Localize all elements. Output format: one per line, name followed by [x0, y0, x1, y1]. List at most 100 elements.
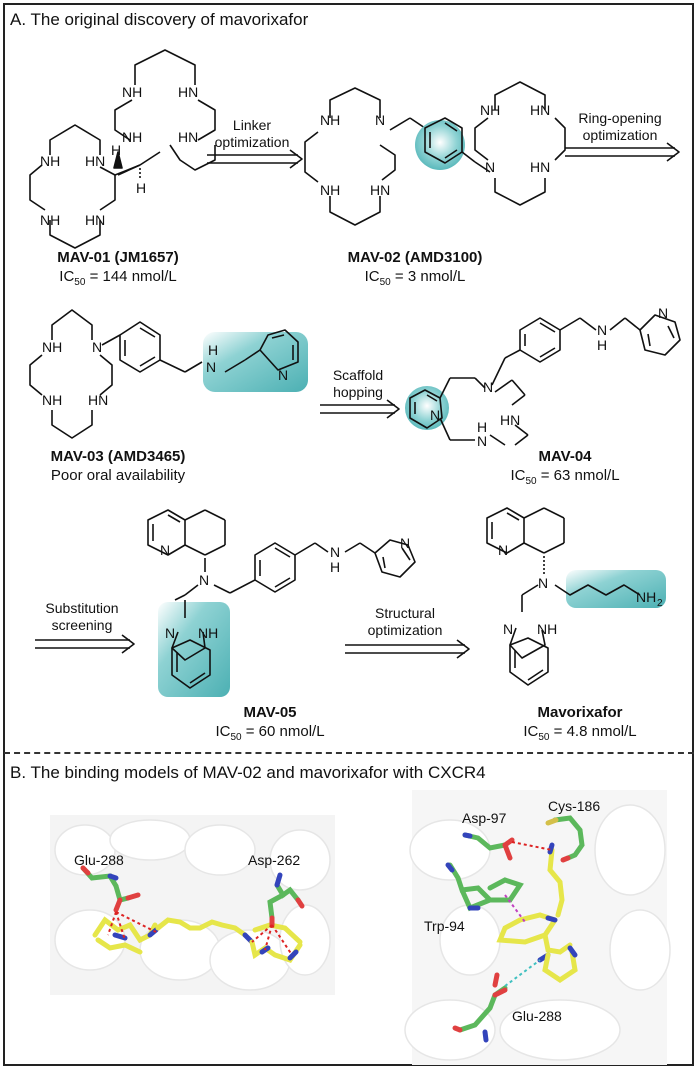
highlight-picolylamine: [203, 332, 308, 392]
arrow-label-linker: Linker optimization: [215, 117, 290, 151]
section-a-title: A. The original discovery of mavorixafor: [10, 10, 309, 29]
svg-text:HN: HN: [88, 392, 108, 408]
ic50-value: IC50 = 4.8 nmol/L: [523, 723, 637, 743]
structure-mav05-b: [171, 600, 211, 689]
svg-text:NH: NH: [320, 182, 340, 198]
section-divider: [4, 752, 694, 754]
svg-text:H: H: [208, 342, 218, 358]
svg-text:H: H: [136, 180, 146, 196]
arrow-label-line2: optimization: [367, 622, 443, 638]
svg-text:HN: HN: [178, 129, 198, 145]
svg-text:N: N: [483, 379, 493, 395]
svg-text:H: H: [477, 419, 487, 435]
svg-text:N: N: [165, 625, 175, 641]
right-model: [404, 790, 671, 1065]
highlight-benzene: [415, 120, 465, 170]
compound-name: Mavorixafor: [537, 704, 623, 721]
compound-name: MAV-04: [538, 448, 592, 465]
residue-label-asp97: Asp-97: [462, 810, 507, 826]
svg-text:N: N: [658, 305, 668, 321]
arrow-label-line1: Scaffold: [332, 367, 384, 383]
svg-text:N: N: [597, 322, 607, 338]
structure-mav02: [304, 87, 426, 226]
residue-label-left-glu288: Glu-288: [74, 852, 124, 868]
svg-text:NH: NH: [42, 339, 62, 355]
svg-text:NH: NH: [480, 102, 500, 118]
svg-text:N: N: [375, 112, 385, 128]
structure-mav03: [29, 309, 203, 439]
arrow-scaffold-hopping: [320, 399, 400, 419]
arrow-label-scaffold: Scaffold hopping: [333, 367, 383, 401]
svg-text:NH: NH: [537, 621, 557, 637]
svg-text:N: N: [503, 621, 513, 637]
compound-label-mavorixafor: Mavorixafor IC50 = 4.8 nmol/L: [523, 703, 636, 747]
compound-label-mav03: MAV-03 (AMD3465) Poor oral availability: [51, 447, 186, 485]
svg-text:HN: HN: [85, 212, 105, 228]
svg-text:NH: NH: [40, 212, 60, 228]
svg-text:N: N: [538, 575, 548, 591]
svg-text:N: N: [498, 542, 508, 558]
compound-name: MAV-03 (AMD3465): [50, 448, 186, 465]
compound-name: MAV-02 (AMD3100): [347, 249, 483, 266]
hbond-asp97: [511, 841, 553, 851]
highlight-benzimidazole: [158, 602, 230, 697]
arrow-label-line1: Substitution: [45, 600, 119, 616]
compound-name: MAV-05: [243, 704, 297, 721]
svg-text:NH: NH: [42, 392, 62, 408]
svg-text:N: N: [92, 339, 102, 355]
svg-text:NH: NH: [122, 129, 142, 145]
structure-mav02-b: [424, 81, 566, 206]
svg-text:N: N: [199, 572, 209, 588]
svg-text:NH: NH: [40, 153, 60, 169]
arrow-label-structural: Structural optimization: [368, 605, 443, 639]
svg-text:HN: HN: [370, 182, 390, 198]
svg-text:NH: NH: [636, 589, 656, 605]
structure-mav01: [29, 49, 216, 249]
svg-text:2: 2: [657, 598, 663, 609]
arrow-label-line2: hopping: [333, 384, 383, 400]
svg-text:NH: NH: [198, 625, 218, 641]
left-model: [50, 815, 335, 995]
arrow-label-line2: optimization: [214, 134, 290, 150]
arrow-label-line1: Ring-opening: [578, 110, 662, 126]
arrow-label-line2: screening: [51, 617, 113, 633]
compound-name: MAV-01 (JM1657): [57, 249, 179, 266]
arrow-label-ring-opening: Ring-opening optimization: [578, 110, 661, 144]
arrow-label-line2: optimization: [582, 127, 658, 143]
ic50-value: IC50 = 144 nmol/L: [59, 268, 177, 288]
hbond-left: [107, 911, 293, 956]
compound-label-mav01: MAV-01 (JM1657) IC50 = 144 nmol/L: [57, 248, 178, 292]
svg-text:N: N: [206, 359, 216, 375]
svg-text:N: N: [430, 407, 440, 423]
compound-label-mav02: MAV-02 (AMD3100) IC50 = 3 nmol/L: [348, 248, 483, 292]
residue-label-trp94: Trp-94: [424, 918, 465, 934]
compound-label-mav05: MAV-05 IC50 = 60 nmol/L: [215, 703, 324, 747]
residue-label-left-asp262: Asp-262: [248, 852, 301, 868]
interactions-right: [504, 841, 553, 987]
svg-text:HN: HN: [500, 412, 520, 428]
svg-text:NH: NH: [320, 112, 340, 128]
arrow-substitution-screening: [35, 634, 135, 654]
structure-mavorixafor-b: [554, 584, 641, 596]
svg-text:HN: HN: [178, 84, 198, 100]
svg-text:H: H: [597, 337, 607, 353]
arrow-ring-opening: [565, 142, 680, 162]
arrow-structural-optimization: [345, 639, 470, 659]
ic50-value: IC50 = 60 nmol/L: [215, 723, 325, 743]
structure-mav03-b: [224, 329, 299, 373]
arrow-label-line1: Structural: [375, 605, 435, 621]
svg-text:N: N: [485, 159, 495, 175]
figure-frame: [3, 3, 694, 1066]
compound-note: Poor oral availability: [50, 467, 186, 484]
svg-text:N: N: [278, 367, 288, 383]
svg-text:HN: HN: [530, 102, 550, 118]
svg-text:N: N: [160, 542, 170, 558]
residue-label-right-glu288: Glu-288: [512, 1008, 562, 1024]
structure-mavorixafor: [486, 507, 565, 686]
svg-text:HN: HN: [530, 159, 550, 175]
residue-label-cys186: Cys-186: [548, 798, 601, 814]
svg-text:NH: NH: [122, 84, 142, 100]
structure-mav05: [147, 509, 329, 601]
